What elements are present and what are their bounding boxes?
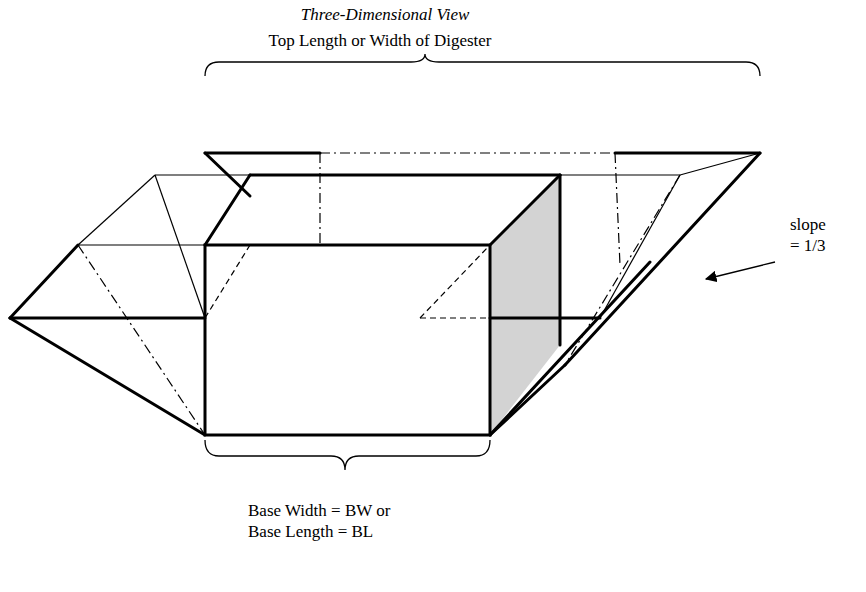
edge-line [205,175,250,245]
edge-line [205,152,320,155]
hidden-edge [319,153,320,245]
dimension-label: Base Width = BW or Base Length = BL [248,500,403,543]
hidden-edge [420,317,490,318]
edge-line [78,244,205,245]
front-face [205,245,490,435]
edge-line [490,175,560,245]
pointer-arrow [706,262,775,279]
hidden-edge [420,245,490,318]
hidden-edge [205,245,250,318]
edge-line [490,262,650,435]
dimension-label: Top Length or Width of Digester [268,30,491,51]
edge-line [615,152,760,155]
edge-line [205,153,250,196]
hidden-edge [615,153,620,265]
edge-line [10,245,78,318]
edge-line [560,174,680,175]
edge-line [10,318,205,435]
hidden-edge [320,152,615,153]
edge-line [78,175,155,245]
hidden-edge [78,245,205,435]
edge-line [10,317,205,320]
edge-line [600,175,680,318]
edge-line [155,175,205,318]
edge-line [250,174,560,177]
slope-label: slope = 1/3 [790,214,836,257]
dimension-brace [205,440,490,470]
edge-line [490,317,600,320]
edge-line [565,153,760,365]
view-title: Three-Dimensional View [301,4,470,25]
dimension-brace [205,54,760,76]
edge-line [155,174,250,175]
